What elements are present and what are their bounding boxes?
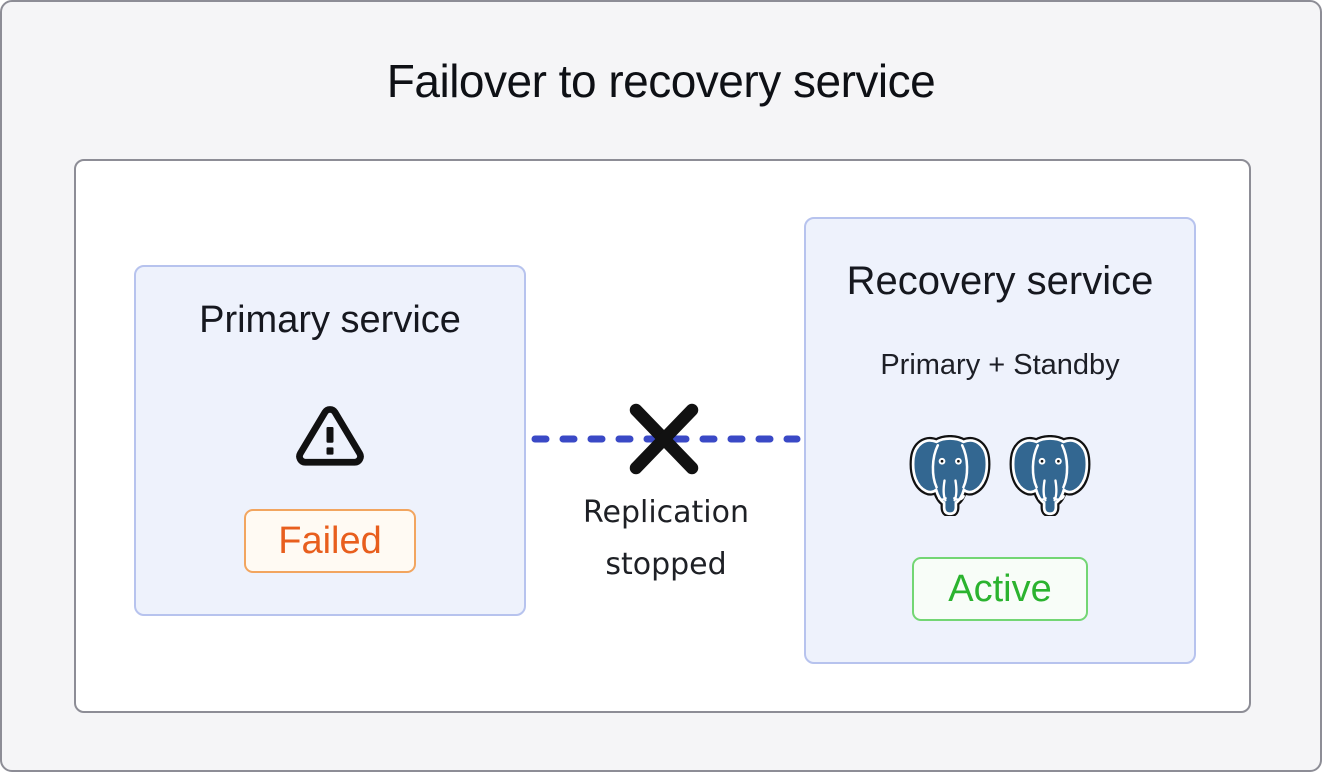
primary-service-box: Primary service Failed [134, 265, 526, 616]
x-cross-icon [629, 403, 699, 475]
failed-status-badge: Failed [244, 509, 416, 573]
recovery-service-box: Recovery service Primary + Standby Activ… [804, 217, 1196, 664]
postgresql-elephant-icon [908, 435, 992, 516]
primary-service-title: Primary service [199, 299, 461, 341]
active-status-badge: Active [912, 557, 1088, 621]
recovery-service-subtitle: Primary + Standby [880, 349, 1120, 381]
warning-triangle-icon [296, 406, 364, 466]
primary-service-icon-wrap [136, 401, 524, 471]
postgres-instances [806, 435, 1194, 516]
page-title: Failover to recovery service [386, 55, 936, 107]
recovery-service-title: Recovery service [846, 259, 1154, 303]
postgresql-elephant-icon [1008, 435, 1092, 516]
replication-status-label: Replication stopped [582, 495, 749, 582]
diagram-frame: Primary service Failed Replication stopp… [74, 159, 1251, 713]
